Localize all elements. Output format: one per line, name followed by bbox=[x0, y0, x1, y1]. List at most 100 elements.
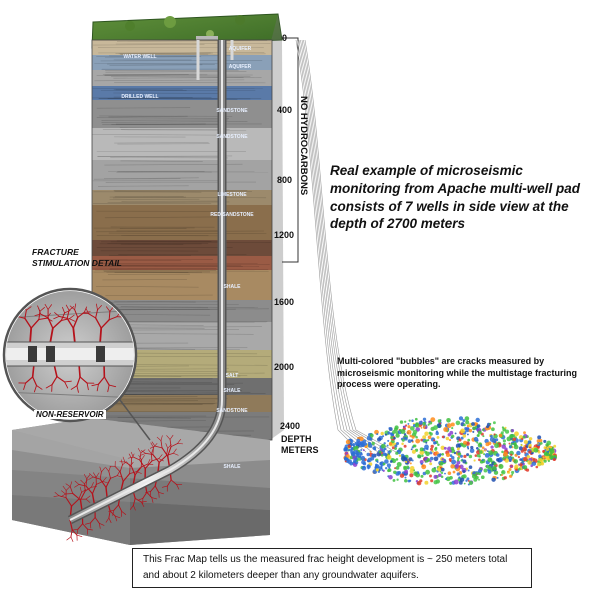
microseismic-event bbox=[468, 428, 473, 433]
layer-label: SANDSTONE bbox=[216, 108, 248, 114]
microseismic-event bbox=[462, 474, 467, 479]
fracture-branch bbox=[140, 449, 146, 454]
microseismic-event bbox=[427, 439, 430, 442]
microseismic-event bbox=[424, 480, 429, 485]
stratum-texture bbox=[104, 271, 189, 273]
fracture-branch bbox=[114, 466, 121, 473]
fracture-branch bbox=[109, 510, 116, 517]
microseismic-event bbox=[346, 454, 350, 458]
microseismic-event bbox=[378, 450, 382, 454]
microseismic-event bbox=[537, 435, 542, 440]
fracture-branch bbox=[92, 476, 101, 480]
microseismic-event bbox=[411, 459, 414, 462]
microseismic-event bbox=[537, 450, 541, 454]
microseismic-event bbox=[550, 452, 553, 456]
microseismic-event bbox=[459, 464, 464, 470]
microseismic-event bbox=[460, 436, 464, 440]
microseismic-event bbox=[463, 482, 466, 485]
stratum-texture bbox=[117, 416, 270, 418]
fracture-branch bbox=[69, 314, 75, 320]
microseismic-event bbox=[441, 435, 445, 439]
fracture-branch bbox=[56, 376, 66, 383]
fracture-branch bbox=[62, 306, 65, 314]
fracture-branch bbox=[108, 510, 111, 519]
depth-2000: 2000 bbox=[274, 362, 295, 372]
microseismic-event bbox=[358, 442, 364, 448]
stratum-texture bbox=[108, 232, 267, 234]
fracture-branch bbox=[44, 303, 49, 310]
microseismic-event bbox=[433, 480, 438, 485]
microseismic-event bbox=[535, 465, 539, 469]
microseismic-event bbox=[466, 453, 470, 457]
microseismic-event bbox=[453, 479, 459, 485]
fracture-branch bbox=[108, 316, 118, 321]
microseismic-event bbox=[429, 432, 433, 436]
microseismic-event bbox=[451, 459, 457, 465]
microseismic-event bbox=[457, 452, 462, 456]
fracture-branch bbox=[85, 485, 93, 495]
fracture-branch bbox=[89, 473, 94, 478]
fracture-branch bbox=[130, 465, 136, 476]
microseismic-event bbox=[504, 426, 507, 429]
microseismic-event bbox=[475, 417, 480, 423]
fracture-branch bbox=[105, 517, 110, 523]
microseismic-event bbox=[449, 430, 454, 435]
microseismic-event bbox=[441, 452, 445, 456]
fracture-branch bbox=[95, 309, 99, 319]
microseismic-event bbox=[518, 446, 523, 451]
microseismic-event bbox=[390, 435, 394, 440]
microseismic-event bbox=[437, 453, 441, 458]
microseismic-event bbox=[501, 426, 504, 429]
microseismic-event bbox=[415, 438, 421, 444]
fracture-branch bbox=[52, 319, 63, 329]
microseismic-event bbox=[395, 451, 399, 455]
fracture-branch bbox=[173, 448, 177, 454]
microseismic-event bbox=[377, 470, 381, 474]
microseismic-event bbox=[522, 465, 528, 470]
stratum-texture bbox=[103, 177, 199, 180]
microseismic-event bbox=[453, 451, 457, 455]
microseismic-event bbox=[486, 450, 489, 453]
microseismic-event bbox=[345, 439, 351, 445]
microseismic-event bbox=[428, 420, 431, 423]
fracture-branch bbox=[173, 452, 179, 456]
fracture-branch bbox=[139, 452, 142, 461]
microseismic-event bbox=[463, 423, 466, 427]
fracture-branch bbox=[76, 534, 83, 537]
microseismic-event bbox=[452, 470, 456, 474]
microseismic-event bbox=[508, 467, 512, 472]
fracture-branch bbox=[99, 471, 102, 480]
microseismic-event bbox=[494, 443, 500, 449]
microseismic-event bbox=[382, 435, 385, 438]
microseismic-event bbox=[521, 437, 524, 441]
microseismic-event bbox=[458, 455, 461, 458]
microseismic-event bbox=[387, 431, 391, 435]
stratum-texture bbox=[118, 326, 262, 328]
microseismic-event bbox=[408, 419, 411, 422]
stratum-texture bbox=[114, 272, 219, 274]
microseismic-event bbox=[516, 450, 521, 456]
fracture-branch bbox=[169, 434, 174, 440]
non-reservoir-label: NON-RESERVOIR bbox=[34, 410, 106, 419]
fracture-branch bbox=[122, 456, 126, 463]
stratum-texture bbox=[98, 185, 189, 187]
microseismic-event bbox=[387, 469, 391, 473]
microseismic-event bbox=[528, 443, 532, 447]
microseismic-event bbox=[458, 416, 464, 421]
microseismic-event bbox=[404, 476, 407, 479]
microseismic-event bbox=[522, 435, 526, 439]
microseismic-event bbox=[449, 449, 452, 453]
fracture-branch bbox=[170, 479, 178, 486]
microseismic-event bbox=[448, 458, 452, 462]
microseismic-event bbox=[484, 449, 487, 452]
fracture-branch bbox=[141, 455, 145, 461]
microseismic-event bbox=[485, 442, 490, 447]
fracture-branch bbox=[53, 495, 60, 497]
microseismic-event bbox=[507, 456, 513, 461]
fracture-branch bbox=[70, 498, 80, 507]
fracture-branch bbox=[108, 470, 111, 479]
fracture-branch bbox=[95, 472, 100, 478]
stratum-texture bbox=[109, 398, 228, 400]
fracture-branch bbox=[25, 306, 32, 311]
microseismic-event bbox=[480, 475, 485, 480]
